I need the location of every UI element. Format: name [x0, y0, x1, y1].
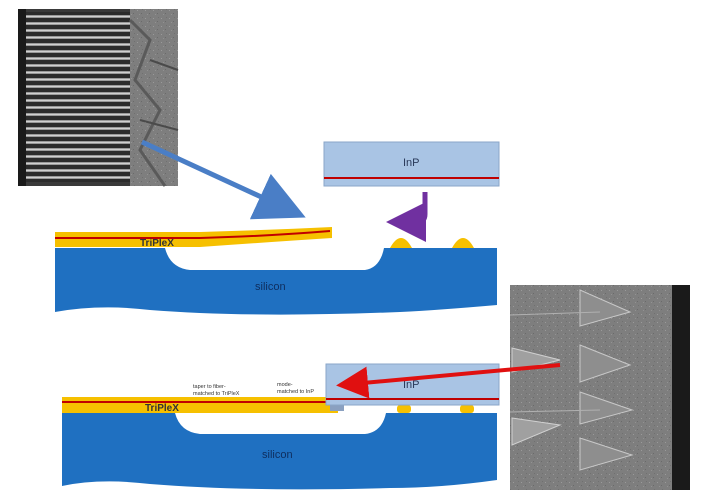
top-stage: TriPleX silicon — [55, 227, 497, 315]
sem-micrograph-bottom-right — [509, 285, 690, 490]
bottom-triplex-label: TriPleX — [145, 403, 179, 414]
top-waveguide-red — [55, 230, 331, 239]
blue-pointer-arrow — [140, 139, 306, 220]
top-silicon-substrate — [55, 248, 497, 315]
note-taper-line2: matched to TriPleX — [193, 391, 240, 397]
top-solder-bump-1 — [390, 238, 412, 248]
bottom-triplex-layer — [62, 397, 338, 413]
sem-micrograph-top-left — [18, 9, 179, 187]
note-mode-line2: matched to InP — [277, 389, 314, 395]
bottom-inp-chip: InP — [325, 363, 500, 406]
red-pointer-arrow — [336, 363, 561, 399]
bottom-silicon-label: silicon — [262, 449, 293, 461]
bottom-stage: TriPleX silicon taper to fiber- matched … — [62, 382, 497, 490]
note-taper-line1: taper to fiber- — [193, 384, 226, 390]
top-solder-bump-2 — [452, 238, 474, 248]
bottom-silicon-substrate — [62, 413, 497, 490]
purple-flip-arrow — [386, 192, 428, 242]
bottom-inp-label: InP — [403, 379, 420, 391]
bottom-solder-bump-2 — [460, 405, 474, 413]
top-silicon-label: silicon — [255, 281, 286, 293]
top-inp-chip: InP — [323, 141, 500, 187]
bottom-solder-bump-1 — [397, 405, 411, 413]
bottom-taper-coupler — [330, 405, 344, 411]
top-triplex-label: TriPleX — [140, 238, 174, 249]
note-mode-line1: mode- — [277, 382, 293, 388]
top-inp-label: InP — [403, 157, 420, 169]
